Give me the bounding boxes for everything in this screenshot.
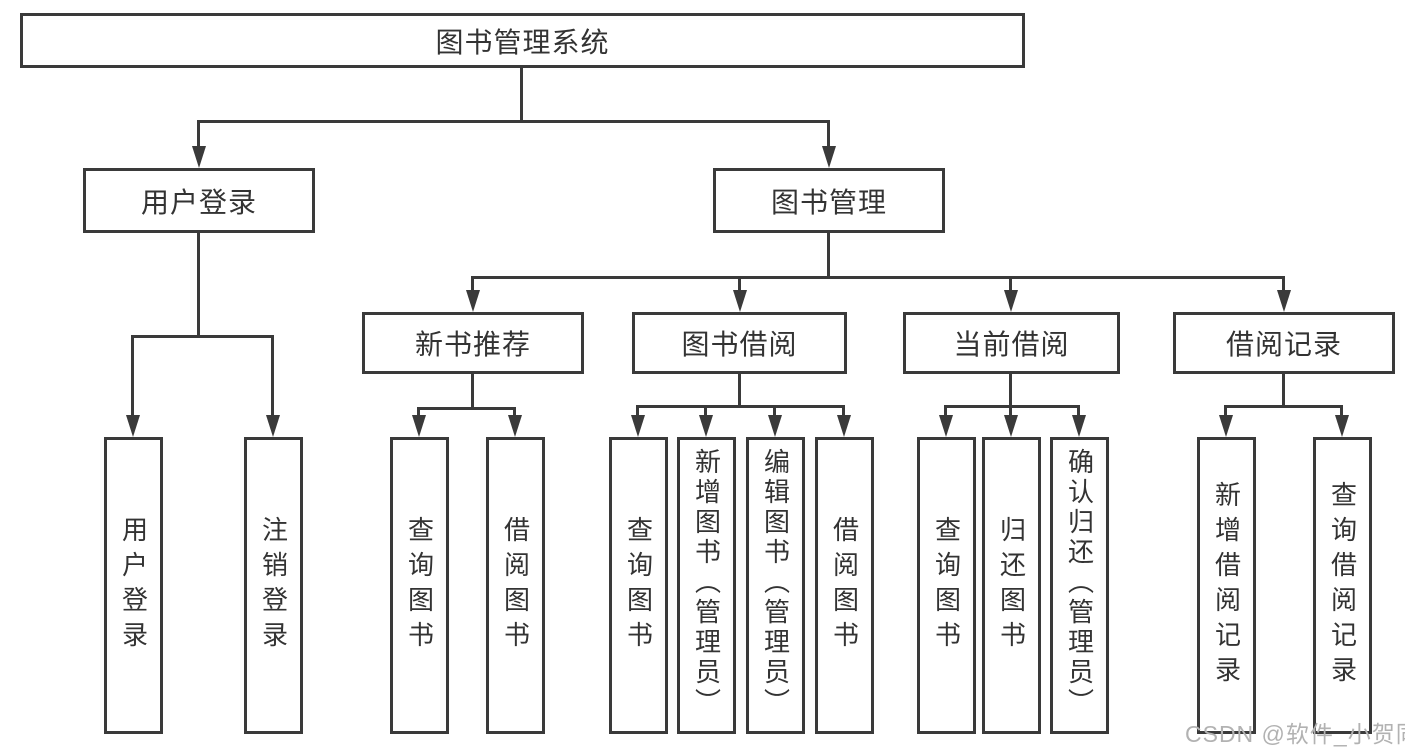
connector-vline [827,233,830,276]
node-current-borrowing: 当前借阅 [903,312,1120,374]
arrow-down-icon [266,415,280,437]
connector-vline [1009,405,1012,417]
leaf-borrow-book: 借阅图书 [486,437,545,734]
leaf-query-book: 查询图书 [390,437,449,734]
node-library-management-system: 图书管理系统 [20,13,1025,68]
arrow-down-icon [1004,415,1018,437]
node-label: 注销登录 [258,515,289,656]
node-label: 借阅图书 [500,515,531,656]
connector-vline [827,120,830,150]
node-label: 借阅记录 [1225,329,1342,360]
connector-vline [944,405,947,417]
node-label: 借阅图书 [829,515,860,656]
connector-vline [1340,405,1343,417]
connector-vline [842,405,845,417]
connector-vline [197,120,200,150]
node-new-book-recommendation: 新书推荐 [362,312,584,374]
leaf-logout: 注销登录 [244,437,303,734]
connector-vline [738,374,741,405]
node-label: 当前借阅 [953,329,1070,360]
leaf-return-book: 归还图书 [982,437,1041,734]
node-label: 用户登录 [140,186,257,218]
leaf-query-borrow-record: 查询借阅记录 [1313,437,1372,734]
arrow-down-icon [939,415,953,437]
arrow-down-icon [466,290,480,312]
node-label: 新增图书（管理员） [691,448,722,718]
connector-vline [417,407,420,417]
leaf-query-book: 查询图书 [917,437,976,734]
arrow-down-icon [1335,415,1349,437]
arrow-down-icon [412,415,426,437]
csdn-watermark: CSDN @软件_小贺同学 [1185,721,1405,747]
connector-vline [513,407,516,417]
leaf-query-book: 查询图书 [609,437,668,734]
node-label: 查询借阅记录 [1327,480,1358,691]
leaf-user-login: 用户登录 [104,437,163,734]
node-label: 图书借阅 [681,329,798,360]
leaf-borrow-book: 借阅图书 [815,437,874,734]
node-label: 归还图书 [996,515,1027,656]
connector-hline [471,276,1284,279]
node-label: 查询图书 [623,515,654,656]
connector-hline [944,405,1080,408]
arrow-down-icon [508,415,522,437]
node-label: 图书管理 [770,186,887,218]
node-book-borrowing: 图书借阅 [632,312,847,374]
arrow-down-icon [699,415,713,437]
connector-vline [738,276,741,292]
arrow-down-icon [192,146,206,168]
leaf-add-book-admin: 新增图书（管理员） [677,437,736,734]
node-book-management: 图书管理 [713,168,945,233]
connector-hline [197,120,830,123]
arrow-down-icon [733,290,747,312]
connector-vline [520,68,523,120]
arrow-down-icon [126,415,140,437]
arrow-down-icon [1219,415,1233,437]
node-label: 用户登录 [118,515,149,656]
connector-vline [1077,405,1080,417]
arrow-down-icon [768,415,782,437]
connector-vline [1009,374,1012,405]
connector-vline [471,374,474,407]
leaf-add-borrow-record: 新增借阅记录 [1197,437,1256,734]
arrow-down-icon [631,415,645,437]
connector-vline [1282,276,1285,292]
node-borrowing-records: 借阅记录 [1173,312,1395,374]
connector-hline [636,405,845,408]
connector-vline [773,405,776,417]
node-label: 新增借阅记录 [1211,480,1242,691]
node-label: 新书推荐 [414,329,531,360]
node-label: 编辑图书（管理员） [760,448,791,718]
leaf-edit-book-admin: 编辑图书（管理员） [746,437,805,734]
node-user-login: 用户登录 [83,168,315,233]
node-label: 查询图书 [404,515,435,656]
node-label: 确认归还（管理员） [1064,448,1095,718]
connector-vline [1224,405,1227,417]
connector-vline [271,335,274,417]
connector-hline [417,407,516,410]
arrow-down-icon [1277,290,1291,312]
connector-vline [1282,374,1285,405]
node-label: 查询图书 [931,515,962,656]
connector-hline [131,335,274,338]
connector-hline [1224,405,1342,408]
connector-vline [636,405,639,417]
connector-vline [197,233,200,335]
arrow-down-icon [1072,415,1086,437]
connector-vline [1009,276,1012,292]
arrow-down-icon [1004,290,1018,312]
node-label: 图书管理系统 [435,26,610,58]
arrow-down-icon [837,415,851,437]
connector-vline [471,276,474,292]
arrow-down-icon [822,146,836,168]
connector-vline [131,335,134,417]
leaf-confirm-return-admin: 确认归还（管理员） [1050,437,1109,734]
connector-vline [704,405,707,417]
